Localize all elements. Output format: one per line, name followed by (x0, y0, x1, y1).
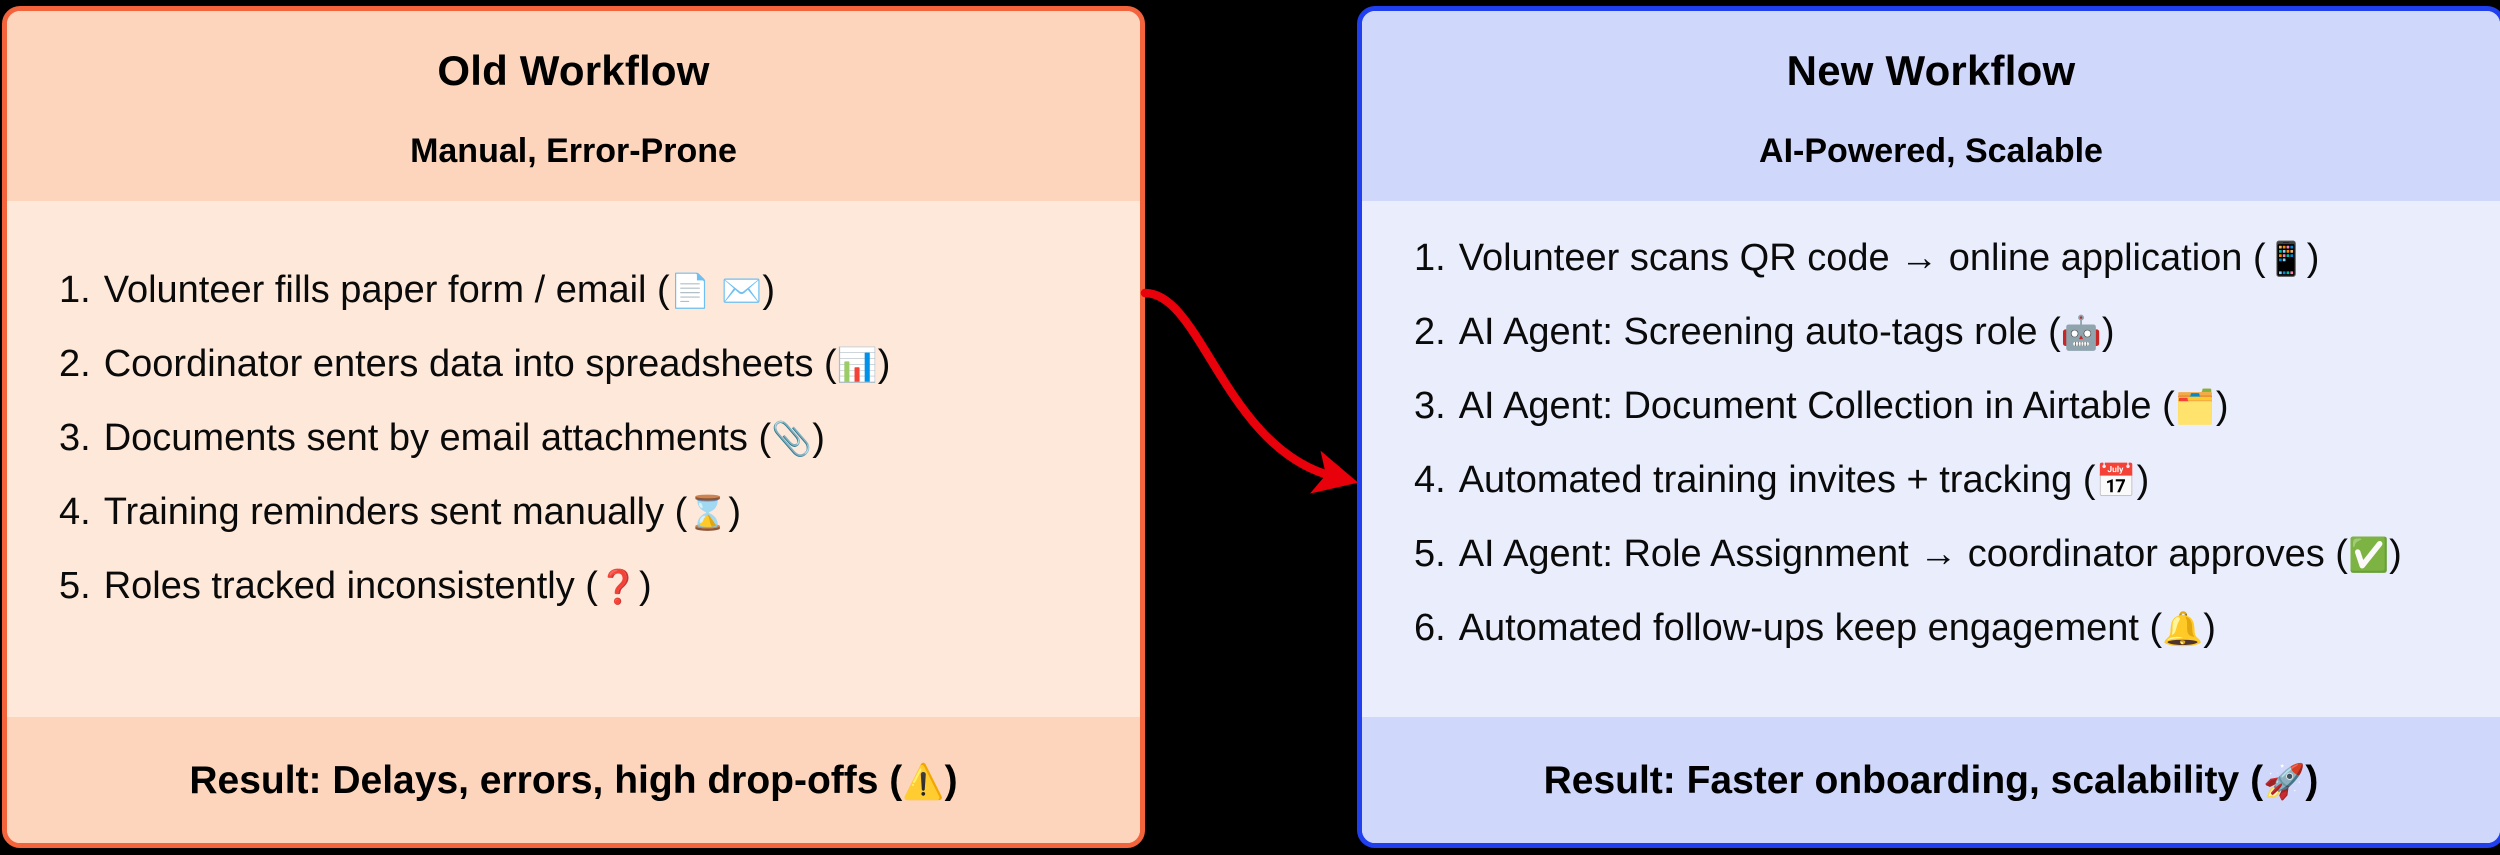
step-number: 1. (1414, 237, 1446, 279)
step-number: 4. (59, 491, 91, 533)
result-tail: ) (944, 758, 958, 802)
new-workflow-subtitle: AI-Powered, Scalable (1759, 132, 2103, 170)
step-text-tail: ) (2389, 533, 2402, 575)
result-tail: ) (2305, 758, 2319, 802)
mobile-phone-emoji: 📱 (2265, 238, 2307, 278)
step-text: Documents sent by email attachments ( (103, 417, 772, 459)
old-workflow-result: Result: Delays, errors, high drop-offs (… (7, 717, 1140, 843)
step-text: AI Agent: Role Assignment → coordinator … (1458, 533, 2348, 575)
new-workflow-result-text: Result: Faster onboarding, scalability (… (1544, 761, 2319, 800)
old-workflow-result-text: Result: Delays, errors, high drop-offs (… (189, 761, 957, 800)
step-text-tail: ) (2306, 237, 2320, 279)
list-item: 4. Training reminders sent manually ( ⌛ … (59, 475, 1120, 549)
old-workflow-panel: Old Workflow Manual, Error-Prone 1. Volu… (2, 6, 1145, 848)
transition-arrow (1140, 288, 1359, 494)
list-item: 1. Volunteer scans QR code → online appl… (1414, 221, 2480, 295)
list-item: 3. Documents sent by email attachments (… (59, 401, 1120, 475)
result-label: Result: Delays, errors, high drop-offs ( (189, 758, 903, 802)
step-text: AI Agent: Screening auto-tags role ( (1458, 311, 2061, 353)
check-mark-button-emoji: ✅ (2347, 534, 2390, 574)
step-text: Coordinator enters data into spreadsheet… (103, 343, 837, 385)
old-workflow-header: Old Workflow Manual, Error-Prone (7, 11, 1140, 201)
warning-emoji: ⚠️ (902, 761, 945, 802)
new-workflow-panel: New Workflow AI-Powered, Scalable 1. Vol… (1357, 6, 2500, 848)
robot-emoji: 🤖 (2060, 312, 2102, 352)
step-number: 5. (1414, 533, 1446, 575)
rocket-emoji: 🚀 (2263, 761, 2306, 802)
step-text: Roles tracked inconsistently ( (103, 565, 598, 607)
step-number: 5. (59, 565, 91, 607)
paperclip-emoji: 📎 (771, 418, 813, 458)
old-workflow-step-list: 1. Volunteer fills paper form / email ( … (59, 253, 1120, 623)
step-text-tail: ) (877, 343, 891, 385)
step-text-tail: ) (728, 491, 742, 533)
step-text: Training reminders sent manually ( (103, 491, 688, 533)
list-item: 2. Coordinator enters data into spreadsh… (59, 327, 1120, 401)
new-workflow-title: New Workflow (1786, 47, 2076, 94)
list-item: 5. AI Agent: Role Assignment → coordinat… (1414, 517, 2480, 591)
step-number: 4. (1414, 459, 1446, 501)
list-item: 5. Roles tracked inconsistently ( ❓ ) (59, 549, 1120, 623)
new-workflow-step-list: 1. Volunteer scans QR code → online appl… (1414, 221, 2480, 665)
step-number: 2. (1414, 311, 1446, 353)
question-mark-emoji: ❓ (597, 566, 640, 606)
new-workflow-result: Result: Faster onboarding, scalability (… (1362, 717, 2500, 843)
step-number: 2. (59, 343, 91, 385)
step-text-tail: ) (2101, 311, 2115, 353)
bell-emoji: 🔔 (2162, 608, 2204, 648)
list-item: 1. Volunteer fills paper form / email ( … (59, 253, 1120, 327)
new-workflow-body: 1. Volunteer scans QR code → online appl… (1362, 201, 2500, 717)
step-text: Automated follow-ups keep engagement ( (1458, 607, 2163, 649)
step-number: 6. (1414, 607, 1446, 649)
step-text: Automated training invites + tracking ( (1458, 459, 2096, 501)
page-and-envelope-emoji: 📄 ✉️ (669, 270, 763, 310)
list-item: 4. Automated training invites + tracking… (1414, 443, 2480, 517)
step-text: Volunteer fills paper form / email ( (103, 269, 670, 311)
step-number: 3. (1414, 385, 1446, 427)
old-workflow-subtitle: Manual, Error-Prone (410, 132, 737, 170)
calendar-emoji: 📅 (2095, 460, 2137, 500)
step-number: 1. (59, 269, 91, 311)
old-workflow-title: Old Workflow (437, 47, 710, 94)
bar-chart-emoji: 📊 (836, 344, 878, 384)
hourglass-emoji: ⌛ (687, 492, 729, 532)
step-text: Volunteer scans QR code → online applica… (1458, 237, 2266, 279)
step-number: 3. (59, 417, 91, 459)
step-text-tail: ) (2136, 459, 2150, 501)
step-text-tail: ) (2215, 385, 2229, 427)
step-text-tail: ) (812, 417, 825, 459)
step-text-tail: ) (639, 565, 652, 607)
list-item: 6. Automated follow-ups keep engagement … (1414, 591, 2480, 665)
step-text: AI Agent: Document Collection in Airtabl… (1458, 385, 2175, 427)
result-label: Result: Faster onboarding, scalability ( (1543, 758, 2264, 802)
card-index-dividers-emoji: 🗂️ (2174, 386, 2216, 426)
step-text-tail: ) (762, 269, 776, 311)
list-item: 3. AI Agent: Document Collection in Airt… (1414, 369, 2480, 443)
new-workflow-header: New Workflow AI-Powered, Scalable (1362, 11, 2500, 201)
old-workflow-body: 1. Volunteer fills paper form / email ( … (7, 201, 1140, 717)
step-text-tail: ) (2203, 607, 2216, 649)
list-item: 2. AI Agent: Screening auto-tags role ( … (1414, 295, 2480, 369)
